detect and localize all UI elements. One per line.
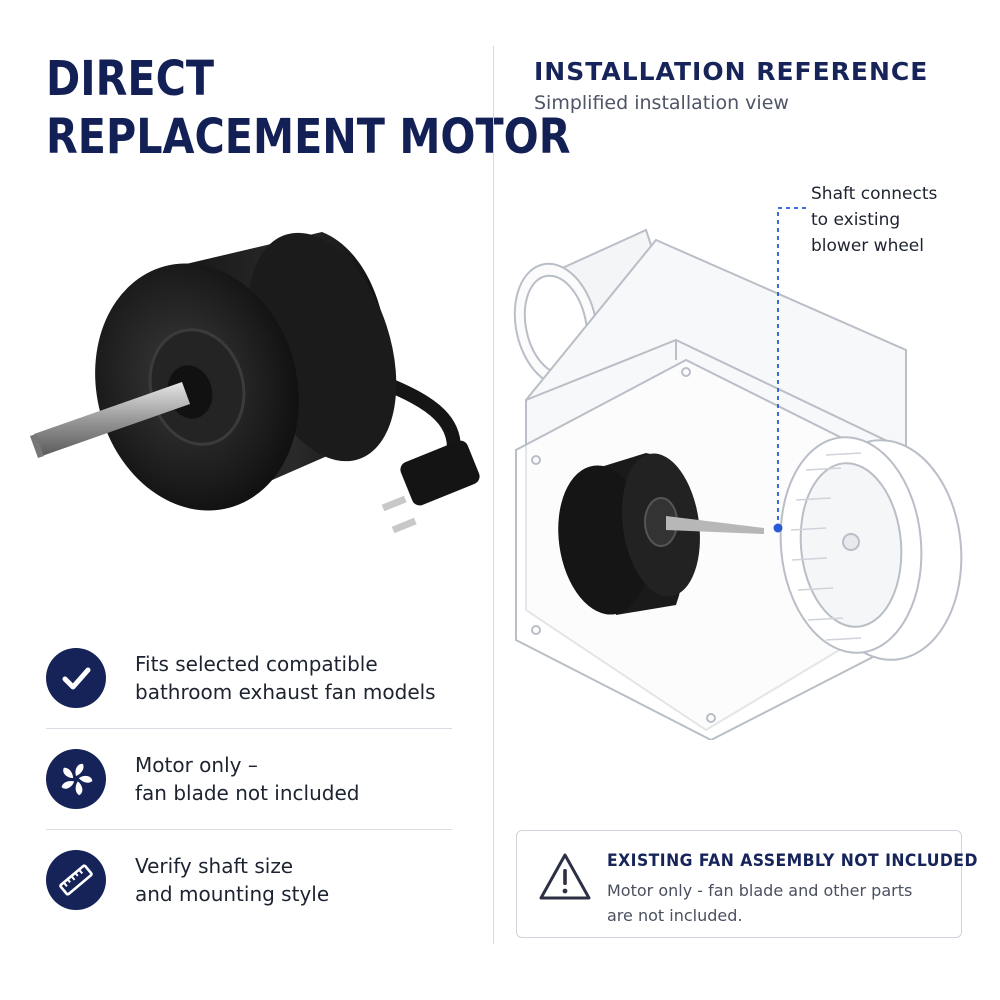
blower-wheel (779, 436, 963, 661)
warning-triangle-icon (539, 853, 591, 900)
product-title-line-1: DIRECT (46, 51, 215, 107)
notice-body-line-2: are not included. (607, 906, 743, 925)
ruler-icon (46, 850, 106, 910)
feature-text-line-1: Fits selected compatible (135, 652, 378, 676)
fan-icon (46, 749, 106, 809)
callout-line-1: Shaft connects (811, 184, 938, 204)
motor-product-image (30, 232, 480, 534)
power-plug (381, 440, 480, 534)
product-panel: DIRECT REPLACEMENT MOTOR (0, 0, 571, 1000)
callout-line-3: blower wheel (811, 236, 924, 256)
installation-diagram (513, 207, 963, 740)
notice-body: Motor only - fan blade and other parts a… (607, 878, 912, 928)
feature-list: Fits selected compatible bathroom exhaus… (46, 628, 452, 930)
feature-item: Motor only – fan blade not included (46, 729, 452, 830)
not-included-notice: EXISTING FAN ASSEMBLY NOT INCLUDED Motor… (516, 830, 977, 938)
checkmark-icon (46, 648, 106, 708)
installed-motor (558, 453, 764, 615)
notice-title: EXISTING FAN ASSEMBLY NOT INCLUDED (607, 851, 978, 871)
notice-body-line-1: Motor only - fan blade and other parts (607, 881, 913, 900)
feature-text-line-1: Motor only – (135, 753, 258, 777)
callout-line-2: to existing (811, 210, 901, 230)
feature-text: Fits selected compatible bathroom exhaus… (135, 650, 436, 706)
installation-title: INSTALLATION REFERENCE (534, 57, 929, 86)
feature-text-line-1: Verify shaft size (135, 854, 294, 878)
feature-item: Fits selected compatible bathroom exhaus… (46, 628, 452, 729)
product-title: DIRECT REPLACEMENT MOTOR (46, 50, 571, 166)
installation-subtitle: Simplified installation view (534, 92, 789, 114)
feature-text: Verify shaft size and mounting style (135, 852, 329, 908)
feature-text-line-2: bathroom exhaust fan models (135, 680, 436, 704)
product-title-line-2: REPLACEMENT MOTOR (46, 109, 571, 165)
feature-text-line-2: and mounting style (135, 882, 330, 906)
motor-shaft (30, 382, 190, 458)
feature-item: Verify shaft size and mounting style (46, 830, 452, 930)
feature-text-line-2: fan blade not included (135, 781, 360, 805)
installation-panel: INSTALLATION REFERENCE Simplified instal… (496, 0, 1000, 1000)
shaft-callout: Shaft connects to existing blower wheel (811, 181, 937, 259)
feature-text: Motor only – fan blade not included (135, 751, 359, 807)
panel-divider (493, 46, 494, 944)
callout-leader (773, 207, 806, 533)
